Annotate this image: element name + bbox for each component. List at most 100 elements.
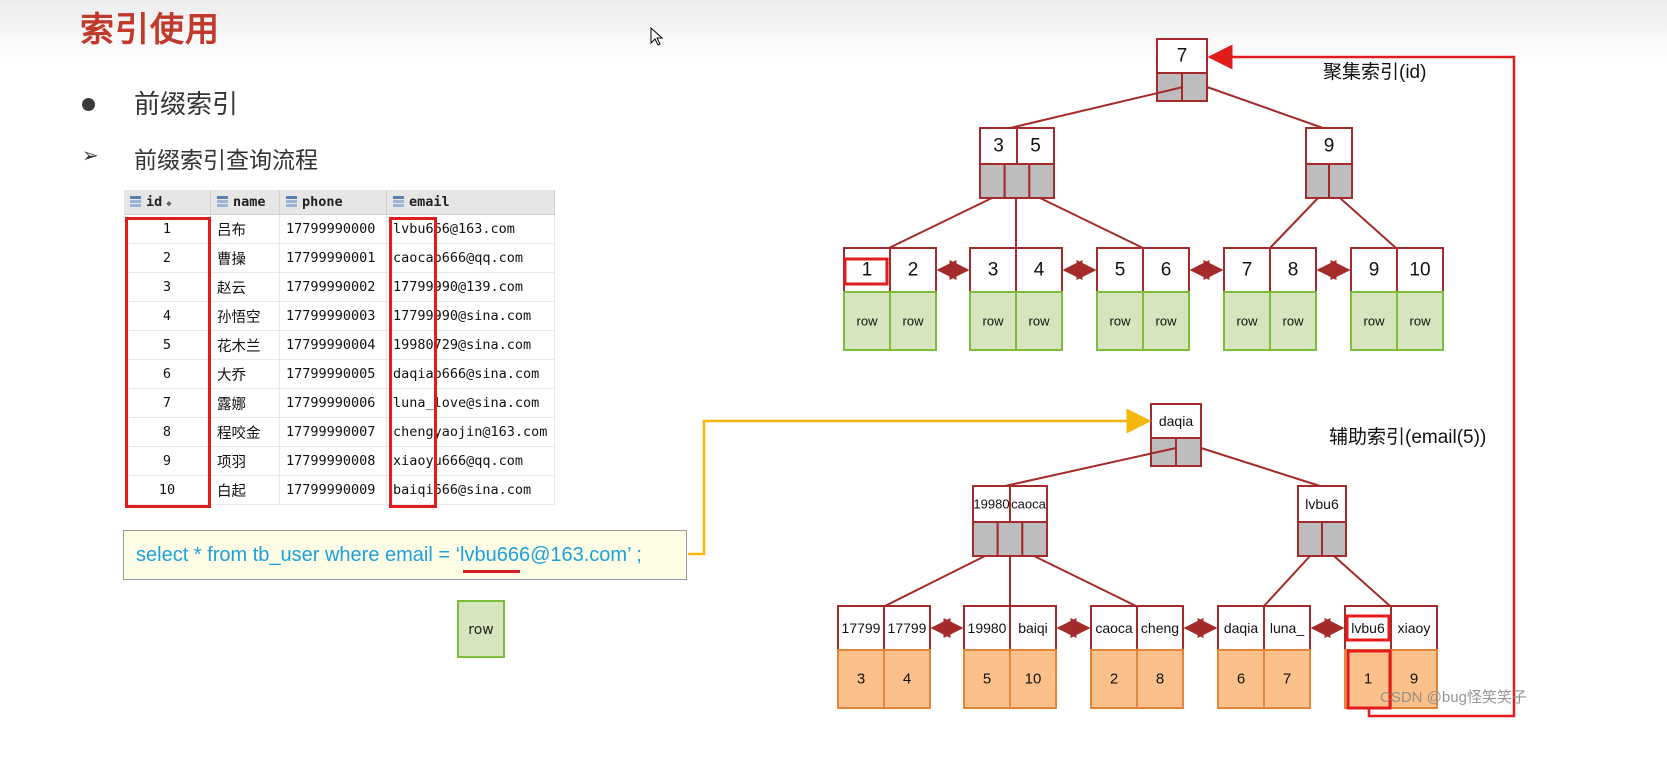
tree-edge [1339, 197, 1397, 249]
clustered-leaf-key-text: 1 [862, 260, 873, 281]
secondary-internal-pointer [1021, 521, 1048, 557]
clustered-internal-pointer [1328, 163, 1353, 199]
clustered-leaf-key [969, 247, 1017, 293]
title-band [0, 0, 1667, 62]
secondary-leaf-key-text: baiqi [1018, 620, 1048, 636]
secondary-leaf-data [1217, 649, 1265, 709]
column-header-email[interactable]: email [386, 190, 555, 215]
clustered-leaf-data-text: row [1156, 314, 1178, 329]
page-title: 索引使用 [80, 10, 220, 50]
cell-name: 露娜 [210, 388, 280, 418]
column-header-phone[interactable]: phone [279, 190, 387, 215]
tree-edge [1269, 197, 1319, 249]
sort-icon[interactable]: ◆ [166, 199, 172, 209]
bullet-text: 前缀索引查询流程 [134, 148, 318, 174]
tree-edge [1206, 86, 1324, 129]
cell-email: chengyaojin@163.com [386, 417, 555, 447]
mouse-cursor-icon [650, 27, 664, 46]
clustered-leaf-key-text: 2 [908, 260, 919, 281]
clustered-leaf-key-text: 10 [1409, 260, 1430, 281]
secondary-root-pointer [1175, 437, 1202, 467]
clustered-leaf-data-text: row [983, 314, 1005, 329]
clustered-leaf-data-text: row [1410, 314, 1432, 329]
clustered-internal-key [1305, 127, 1353, 165]
secondary-leaf-data-text: 8 [1156, 671, 1164, 688]
cell-email: luna_love@sina.com [386, 388, 555, 418]
cell-id: 5 [124, 330, 211, 360]
clustered-leaf-key-text: 3 [988, 260, 999, 281]
cell-phone: 17799990006 [279, 388, 387, 418]
secondary-leaf-data [1090, 649, 1138, 709]
cell-id: 7 [124, 388, 211, 418]
column-icon [393, 196, 404, 207]
secondary-internal-key-text: lvbu6 [1305, 496, 1339, 512]
clustered-internal-pointer [1305, 163, 1330, 199]
column-icon [286, 196, 297, 207]
cell-phone: 17799990005 [279, 359, 387, 389]
cell-email: 17799990@sina.com [386, 301, 555, 331]
secondary-leaf-key [1344, 605, 1392, 651]
secondary-leaf-key [1009, 605, 1057, 651]
secondary-leaf-key [1390, 605, 1438, 651]
cell-id: 4 [124, 301, 211, 331]
id-column-highlight [125, 217, 211, 508]
cell-email: daqiao666@sina.com [386, 359, 555, 389]
clustered-root-key-text: 7 [1177, 46, 1188, 67]
clustered-leaf-data [1396, 291, 1444, 351]
cell-name: 曹操 [210, 243, 280, 273]
clustered-leaf-key [889, 247, 937, 293]
clustered-internal-key-text: 9 [1324, 136, 1335, 157]
secondary-leaf-data-text: 7 [1283, 671, 1291, 688]
cell-name: 白起 [210, 475, 280, 505]
clustered-leaf-data-text: row [857, 314, 879, 329]
column-header-id[interactable]: id◆ [124, 190, 211, 215]
cell-email: caocao666@qq.com [386, 243, 555, 273]
secondary-leaf-key-text: 17799 [842, 620, 881, 636]
cell-id: 2 [124, 243, 211, 273]
cell-name: 大乔 [210, 359, 280, 389]
clustered-leaf-data [843, 291, 891, 351]
cell-name: 项羽 [210, 446, 280, 476]
secondary-leaf-data-text: 10 [1025, 671, 1042, 688]
cell-name: 程咬金 [210, 417, 280, 447]
secondary-leaf-key-text: 17799 [888, 620, 927, 636]
tree-edge [1009, 86, 1184, 129]
secondary-leaf-key-text: xiaoy [1398, 620, 1431, 636]
cell-phone: 17799990002 [279, 272, 387, 302]
secondary-leaf-data-text: 3 [857, 671, 865, 688]
table-header-row: id◆ name phone email [124, 190, 555, 215]
secondary-root-key [1150, 403, 1202, 439]
secondary-leaf-data-text: 6 [1237, 671, 1245, 688]
clustered-leaf-data-text: row [903, 314, 925, 329]
secondary-internal-pointer [972, 521, 999, 557]
secondary-leaf-data-text: 1 [1364, 671, 1372, 688]
clustered-internal-key-text: 3 [993, 136, 1004, 157]
cell-phone: 17799990000 [279, 214, 387, 244]
clustered-internal-pointer [979, 163, 1006, 199]
column-header-name[interactable]: name [210, 190, 280, 215]
secondary-leaf-data [837, 649, 885, 709]
cell-name: 赵云 [210, 272, 280, 302]
clustered-leaf-key [1096, 247, 1144, 293]
clustered-internal-pointer [1003, 163, 1031, 199]
secondary-leaf-key-text: caoca [1095, 620, 1133, 636]
clustered-leaf-key-text: 5 [1115, 260, 1126, 281]
tree-edge [1200, 447, 1321, 487]
secondary-internal-pointer [996, 521, 1024, 557]
secondary-leaf-key [1136, 605, 1184, 651]
prefix-underline [463, 570, 520, 573]
secondary-leaf-data [883, 649, 931, 709]
cell-email: baiqi666@sina.com [386, 475, 555, 505]
clustered-leaf-data [1142, 291, 1190, 351]
tree-edge [1039, 197, 1144, 249]
